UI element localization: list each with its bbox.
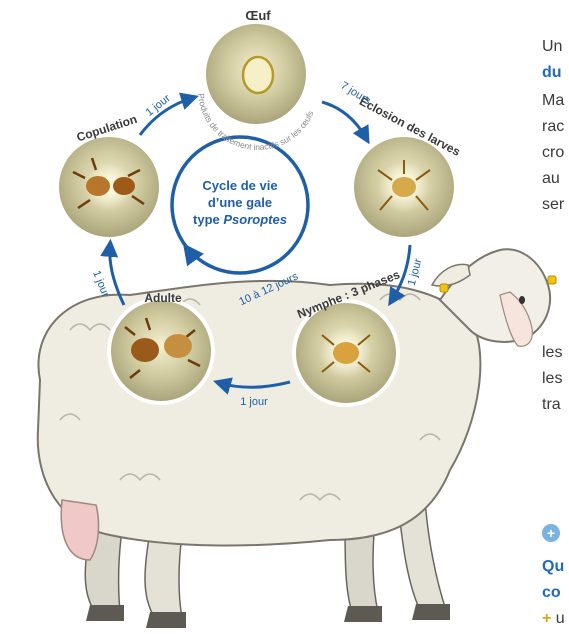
body-text-line-10: tra [542, 394, 561, 416]
body-text-line-2: du [542, 62, 562, 84]
center-title-line3: type Psoroptes [193, 212, 287, 227]
info-plus-icon: + [542, 524, 560, 542]
body-text-line-9: les [542, 368, 562, 390]
bullet-line-1: + u [542, 608, 565, 630]
body-text-line-1: Un [542, 36, 562, 58]
body-text-line-5: cro [542, 142, 564, 164]
section-heading-line-2: co [542, 582, 561, 604]
body-text-line-6: au [542, 168, 560, 190]
duration-nymphe-to-adulte: 1 jour [240, 396, 268, 408]
body-text-line-7: ser [542, 194, 564, 216]
body-text-line-3: Ma [542, 90, 564, 112]
duration-adulte-to-copulation: 1 jour [90, 269, 112, 299]
stage-oeuf [204, 22, 308, 126]
body-text-line-4: rac [542, 116, 564, 138]
bullet-text: u [556, 610, 565, 627]
stage-label-adulte: Adulte [144, 291, 182, 305]
bullet-plus-icon: + [542, 610, 551, 627]
center-title-line1: Cycle de vie [202, 178, 277, 193]
stage-adulte [109, 299, 213, 403]
body-text-line-8: les [542, 342, 562, 364]
center-title-line2: d’une gale [208, 195, 272, 210]
stage-label-oeuf: Œuf [245, 8, 271, 23]
center-title-genus: Psoroptes [223, 212, 287, 227]
section-heading-line-1: Qu [542, 556, 564, 578]
duration-oeuf-to-eclosion: 7 jours [338, 80, 373, 108]
sheep-illustration [38, 249, 556, 628]
stage-copulation [57, 135, 161, 239]
center-title-type: type [193, 212, 223, 227]
